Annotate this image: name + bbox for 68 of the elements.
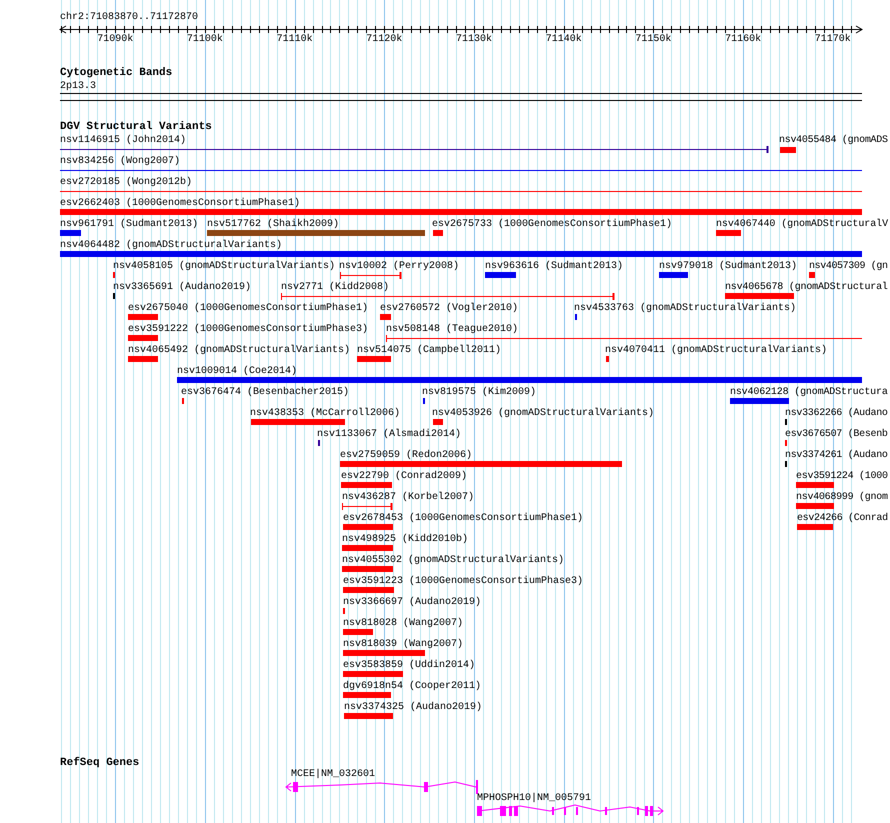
variant-label: nsv438353 (McCarroll2006) (250, 408, 400, 419)
axis-tick-label: 71100k (186, 34, 223, 45)
variant-label: esv2675733 (1000GenomesConsortiumPhase1) (432, 219, 672, 230)
variant-label: nsv834256 (Wong2007) (60, 156, 180, 167)
variant-label: nsv4053926 (gnomADStructuralVariants) (432, 408, 654, 419)
axis-tick-label: 71120k (366, 34, 402, 45)
variant-label: esv2678453 (1000GenomesConsortiumPhase1) (343, 513, 584, 524)
axis-tick-label: 71090k (97, 34, 134, 45)
variant-label: nsv4055484 (gnomADS (779, 135, 888, 146)
axis-tick-label: 71160k (725, 34, 762, 45)
variant-label: nsv498925 (Kidd2010b) (342, 534, 468, 545)
variant-label: nsv4070411 (gnomADStructuralVariants) (605, 345, 828, 356)
coordinate-range-label: chr2:71083870..71172870 (60, 12, 198, 23)
variant-label: nsv3366697 (Audano2019) (343, 597, 482, 608)
variant-label: nsv517762 (Shaikh2009) (207, 219, 340, 230)
gene-label: MCEE|NM_032601 (291, 769, 376, 780)
variant-label: nsv3374325 (Audano2019) (344, 702, 482, 713)
variant-label: nsv4065492 (gnomADStructuralVariants) (128, 345, 350, 356)
variant-label: nsv961791 (Sudmant2013) (60, 219, 198, 230)
variant-label: dgv6918n54 (Cooper2011) (343, 681, 482, 692)
variant-label: nsv4064482 (gnomADStructuralVariants) (60, 240, 282, 251)
variant-label: esv3591222 (1000GenomesConsortiumPhase3) (128, 324, 368, 335)
variant-label: nsv4067440 (gnomADStructuralV (716, 219, 888, 230)
variant-label: nsv3374261 (Audano (785, 450, 888, 461)
variant-label: nsv963616 (Sudmant2013) (485, 261, 624, 272)
variant-label: nsv436287 (Korbel2007) (342, 492, 474, 503)
axis-tick-label: 71150k (635, 34, 672, 45)
axis-tick-label: 71140k (546, 34, 582, 45)
axis-tick-label: 71110k (276, 34, 313, 45)
cytoband-label: 2p13.3 (60, 81, 96, 92)
variant-label: nsv4058105 (gnomADStructuralVariants) (113, 261, 336, 272)
variant-label: esv2675040 (1000GenomesConsortiumPhase1) (128, 303, 368, 314)
gene-label: MPHOSPH10|NM_005791 (477, 793, 592, 804)
variant-label: nsv4062128 (gnomADStructura (730, 387, 888, 398)
variant-label: esv3591223 (1000GenomesConsortiumPhase3) (343, 576, 584, 587)
variant-label: esv2662403 (1000GenomesConsortiumPhase1) (60, 198, 300, 209)
variant-label: nsv2771 (Kidd2008) (281, 282, 390, 293)
variant-label: nsv508148 (Teague2010) (386, 324, 518, 335)
axis-tick-label: 71130k (456, 34, 492, 45)
variant-label: esv22790 (Conrad2009) (341, 471, 468, 482)
variant-label: nsv818039 (Wang2007) (343, 639, 464, 650)
variant-label: nsv514075 (Campbell2011) (357, 345, 502, 356)
variant-label: nsv1009014 (Coe2014) (177, 366, 298, 377)
variant-label: nsv979018 (Sudmant2013) (659, 261, 798, 272)
variant-label: esv2759059 (Redon2006) (340, 450, 472, 461)
variant-label: esv3676507 (Besenb (785, 429, 888, 440)
variant-label: nsv3362266 (Audano (785, 408, 888, 419)
variant-label: esv3676474 (Besenbacher2015) (181, 387, 350, 398)
variant-label: esv3583859 (Uddin2014) (343, 660, 476, 671)
track-title: RefSeq Genes (60, 757, 140, 769)
variant-label: esv2720185 (Wong2012b) (60, 177, 192, 188)
variant-label: nsv819575 (Kim2009) (422, 387, 536, 398)
variant-label: nsv10002 (Perry2008) (339, 261, 460, 272)
track-title: DGV Structural Variants (60, 121, 212, 133)
variant-label: nsv818028 (Wang2007) (343, 618, 464, 629)
variant-label: nsv1146915 (John2014) (60, 135, 186, 146)
track-title: Cytogenetic Bands (60, 67, 172, 79)
variant-label: nsv4065678 (gnomADStructural (725, 282, 888, 293)
variant-label: nsv1133067 (Alsmadi2014) (317, 429, 462, 440)
variant-label: esv3591224 (1000 (796, 471, 888, 482)
variant-label: nsv4055302 (gnomADStructuralVariants) (342, 555, 564, 566)
variant-label: esv2760572 (Vogler2010) (380, 303, 518, 314)
variant-label: nsv3365691 (Audano2019) (113, 282, 252, 293)
axis-tick-label: 71170k (814, 34, 851, 45)
variant-label: esv24266 (Conrad (797, 513, 888, 524)
variant-label: nsv4068999 (gnom (796, 492, 888, 503)
variant-label: nsv4533763 (gnomADStructuralVariants) (574, 303, 796, 314)
variant-label: nsv4057309 (gn (809, 261, 888, 272)
